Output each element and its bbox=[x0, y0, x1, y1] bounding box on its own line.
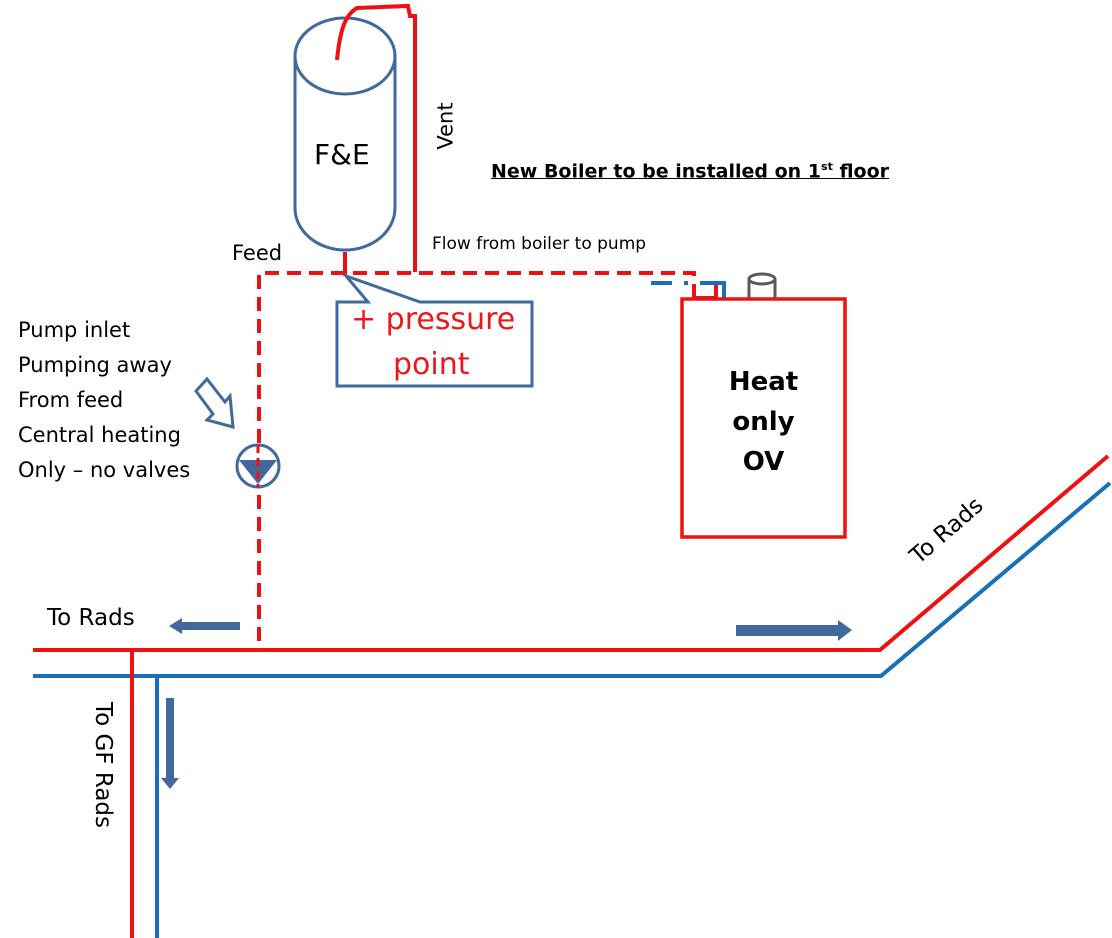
pressure-point-callout bbox=[335, 272, 534, 388]
pump-note: Pump inlet bbox=[18, 318, 131, 342]
arrow-down-icon bbox=[161, 698, 179, 789]
boiler-box bbox=[680, 297, 847, 539]
boiler-return-stub bbox=[651, 281, 726, 300]
main-return-pipe bbox=[33, 481, 1112, 678]
pump-note: From feed bbox=[18, 388, 124, 412]
expansion-vessel-icon bbox=[747, 272, 777, 303]
arrow-right-icon bbox=[736, 620, 852, 641]
tank-label: F&E bbox=[314, 138, 370, 171]
pump-notes: Pump inlet Pumping away From feed Centra… bbox=[18, 313, 190, 488]
vent-label: Vent bbox=[433, 102, 458, 150]
main-flow-pipe bbox=[33, 454, 1110, 652]
title-tail: floor bbox=[832, 160, 890, 183]
vent-pipe bbox=[335, 3, 417, 272]
feed-label: Feed bbox=[232, 241, 283, 265]
boiler-label-line3: OV bbox=[742, 447, 785, 477]
fe-tank bbox=[293, 16, 397, 252]
title-sup: st bbox=[821, 160, 833, 173]
arrow-left-icon bbox=[169, 618, 240, 634]
diagram-title: New Boiler to be installed on 1st floor bbox=[491, 160, 889, 182]
flow-label: Flow from boiler to pump bbox=[432, 234, 647, 254]
callout-line1: + pressure bbox=[351, 302, 516, 337]
pump-icon bbox=[235, 443, 281, 489]
boiler-label: Heat only OV bbox=[682, 362, 845, 482]
pump-note: Pumping away bbox=[18, 353, 172, 377]
to-gf-rads-label: To GF Rads bbox=[90, 701, 117, 829]
callout-line2: point bbox=[393, 347, 470, 382]
pump-pointer-arrow bbox=[194, 376, 235, 430]
to-rads-left-label: To Rads bbox=[47, 605, 135, 631]
boiler-label-line2: only bbox=[732, 407, 795, 437]
title-main: New Boiler to be installed on 1 bbox=[491, 160, 822, 183]
pump-note: Only – no valves bbox=[18, 458, 191, 482]
boiler-label-line1: Heat bbox=[728, 367, 799, 397]
pump-note: Central heating bbox=[18, 423, 181, 447]
